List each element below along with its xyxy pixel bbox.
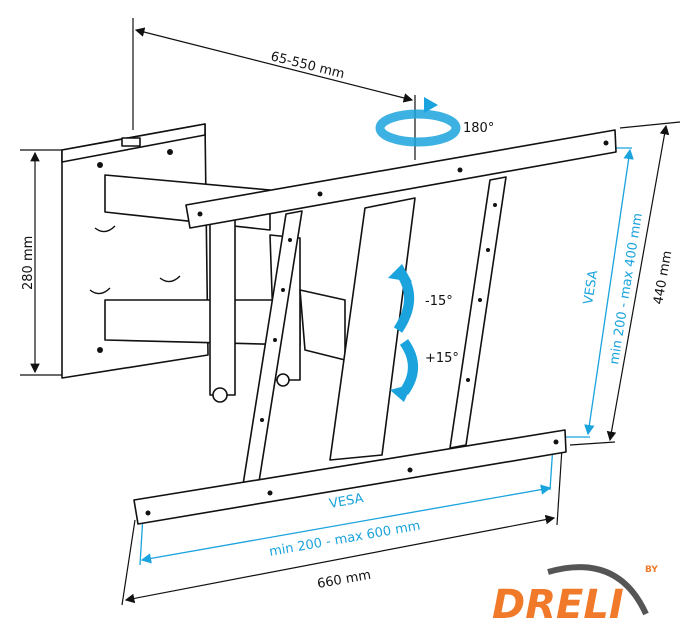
tilt-up-label: -15° (425, 294, 453, 309)
tv-bracket (133, 129, 617, 525)
logo-brand: DRELI (492, 582, 624, 628)
vesa-vertical-title: VESA (581, 269, 601, 306)
wall-plate-height-label: 280 mm (21, 236, 36, 290)
rotate-180-icon (375, 97, 461, 147)
tilt-up-icon (388, 264, 414, 333)
vesa-horizontal-title: VESA (328, 491, 365, 512)
vesa-vertical-range: min 200 - max 400 mm (607, 212, 646, 366)
vesa-lines (139, 147, 634, 566)
arm-extension-label: 65-550 mm (269, 49, 346, 82)
tilt-down-label: +15° (425, 351, 459, 366)
swing-arms (104, 174, 346, 403)
plate-width-label: 660 mm (316, 568, 372, 592)
rotation-label: 180° (463, 121, 494, 136)
dreli-logo: DRELI BY (492, 564, 658, 628)
plate-height-label: 440 mm (651, 250, 675, 306)
tilt-down-icon (390, 339, 418, 402)
logo-prefix: BY (645, 565, 658, 575)
